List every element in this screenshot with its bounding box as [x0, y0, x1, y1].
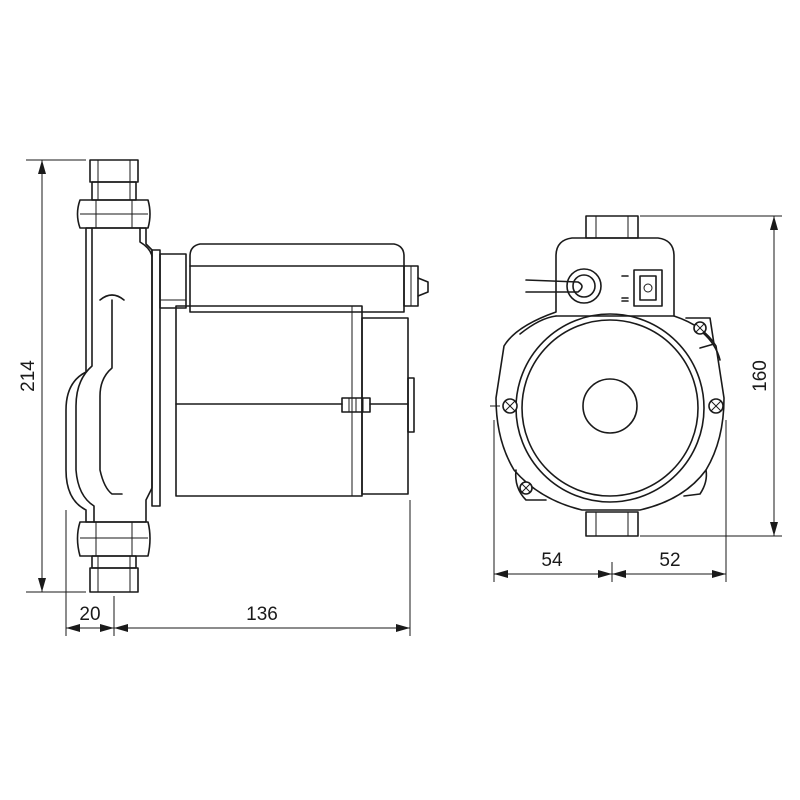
- screw-right-icon: [708, 398, 724, 414]
- dim-front-right-width-label: 52: [659, 550, 680, 571]
- front-control-panel: [525, 268, 675, 317]
- screw-top-right-icon: [693, 321, 707, 335]
- side-bottom-fitting: [89, 555, 139, 593]
- dim-side-length: 20 136: [65, 500, 411, 636]
- dim-front-height-label: 160: [750, 360, 771, 392]
- front-housing: [495, 237, 725, 511]
- side-view: 214 20 136: [18, 159, 429, 636]
- front-stator: [515, 313, 705, 503]
- screw-left-icon: [502, 398, 518, 414]
- dim-front-left-width-label: 54: [541, 550, 563, 571]
- dim-side-length-label: 136: [246, 604, 278, 625]
- front-power-switch-icon: [633, 269, 663, 307]
- dim-side-inlet-offset-label: 20: [79, 604, 100, 625]
- dim-side-height-label: 214: [18, 360, 39, 392]
- dim-side-height: 214: [18, 159, 86, 593]
- front-bottom-stub: [585, 511, 639, 537]
- side-top-nut: [76, 199, 151, 229]
- side-bottom-nut: [76, 521, 151, 557]
- dim-front-height: 160: [640, 215, 782, 537]
- front-screws: [502, 321, 724, 495]
- front-top-stub: [585, 215, 639, 239]
- side-motor: [175, 305, 415, 497]
- screw-bottom-left-icon: [519, 481, 533, 495]
- front-cable-gland-icon: [566, 268, 602, 304]
- side-top-fitting: [89, 159, 139, 201]
- side-terminal-box: [189, 243, 429, 313]
- side-pump-body: [65, 227, 153, 523]
- front-view: 160 54 52: [490, 215, 782, 582]
- side-flange: [151, 249, 187, 507]
- dim-front-width: 54 52: [493, 420, 727, 582]
- front-shaft-hub: [582, 378, 638, 434]
